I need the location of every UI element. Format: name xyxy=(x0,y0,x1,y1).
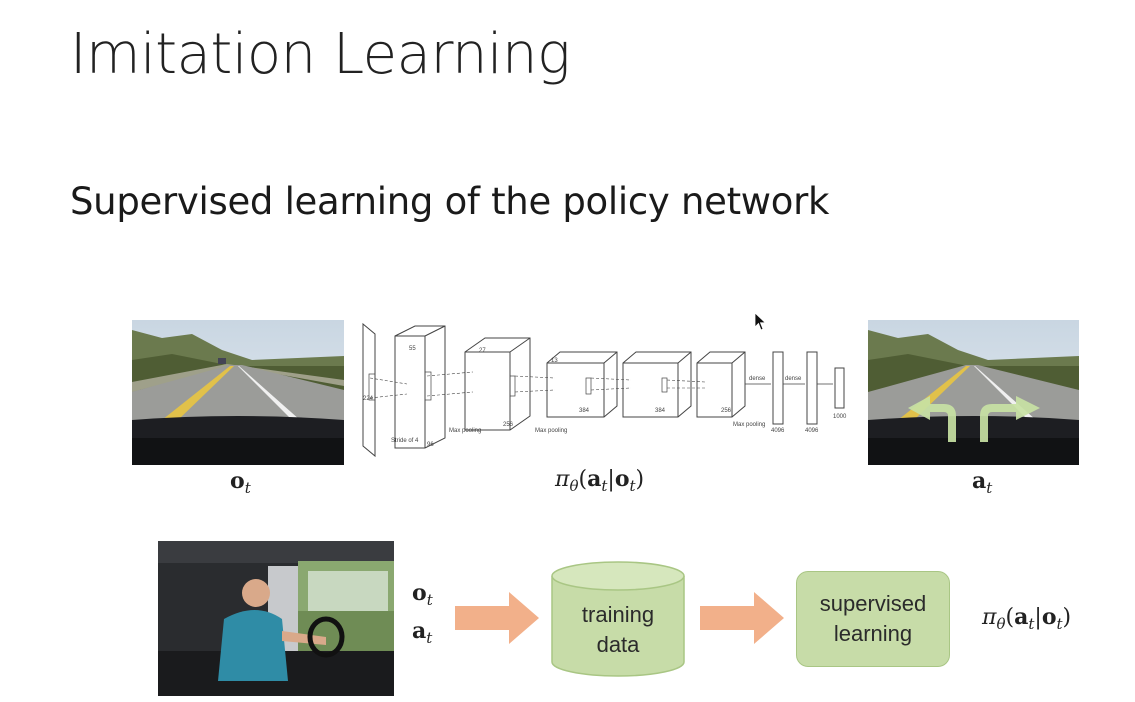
label-256: 256 xyxy=(503,422,514,428)
label-55: 55 xyxy=(409,346,416,352)
training-data-label: training data xyxy=(581,602,655,657)
slide-title: Imitation Learning xyxy=(70,22,571,87)
policy-label-bottom: πθ(at|ot) xyxy=(982,604,1072,633)
label-96: 96 xyxy=(427,442,434,448)
cnn-architecture-diagram: 224 Stride of 4 55 96 Max pooling 27 256… xyxy=(362,322,847,458)
input-a-label: at xyxy=(412,618,433,647)
label-256b: 256 xyxy=(721,408,732,414)
conv2-block xyxy=(464,337,531,431)
label-stride: Stride of 4 xyxy=(391,438,419,444)
training-data-cylinder xyxy=(551,561,685,677)
output-layer xyxy=(834,367,845,409)
supervised-learning-block xyxy=(796,571,950,667)
arrow-to-training-data xyxy=(455,592,539,644)
observation-label: ot xyxy=(230,468,251,497)
label-max-pool-3: Max pooling xyxy=(733,422,765,428)
label-4096b: 4096 xyxy=(805,428,819,434)
label-1000: 1000 xyxy=(833,414,847,420)
conv3-block xyxy=(546,351,618,418)
label-4096: 4096 xyxy=(771,428,785,434)
arrow-to-supervised-learning xyxy=(700,592,784,644)
label-dense-1: dense xyxy=(749,376,766,382)
label-224: 224 xyxy=(363,396,374,402)
supervised-learning-label: supervised learning xyxy=(819,591,927,646)
label-max-pool-1: Max pooling xyxy=(449,428,481,434)
dense-layer-1 xyxy=(772,351,784,425)
observation-road-image xyxy=(132,320,344,465)
slide-subtitle: Supervised learning of the policy networ… xyxy=(70,180,830,223)
dense-layer-2 xyxy=(806,351,818,425)
action-road-image xyxy=(868,320,1079,465)
conv1-block xyxy=(394,325,446,449)
label-384b: 384 xyxy=(655,408,666,414)
policy-label-top: πθ(at|ot) xyxy=(555,466,645,495)
input-plane xyxy=(362,322,376,458)
conv5-block xyxy=(696,351,746,418)
label-13: 13 xyxy=(551,358,558,364)
label-max-pool-2: Max pooling xyxy=(535,428,567,434)
label-27: 27 xyxy=(479,348,486,354)
mouse-cursor-icon xyxy=(754,312,767,331)
label-384: 384 xyxy=(579,408,590,414)
action-label: at xyxy=(972,468,993,497)
turn-arrows-icon xyxy=(908,396,1040,442)
conv4-block xyxy=(622,351,692,418)
driver-photo xyxy=(158,541,394,696)
label-dense-2: dense xyxy=(785,376,802,382)
input-o-label: ot xyxy=(412,580,433,609)
